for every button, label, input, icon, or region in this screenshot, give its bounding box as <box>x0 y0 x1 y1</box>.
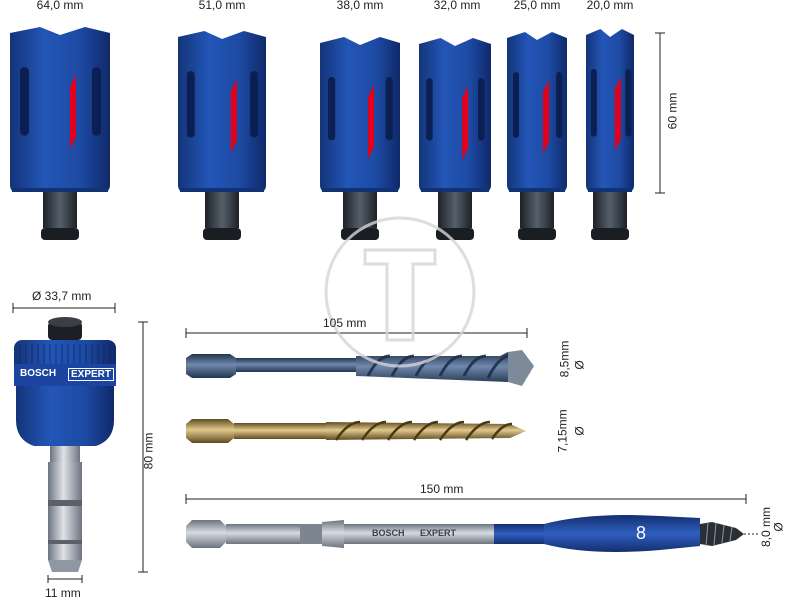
blue-bit-diameter-symbol: Ø <box>572 360 587 370</box>
hole-saw-3 <box>320 37 400 240</box>
spade-brand-line: EXPERT <box>420 528 457 538</box>
holesaw-size-20: 20,0 mm <box>586 0 634 12</box>
adapter-diameter-label: Ø 33,7 mm <box>32 289 92 303</box>
spade-length-label: 150 mm <box>420 482 464 496</box>
hole-saw-1 <box>10 27 110 240</box>
holesaw-size-32: 32,0 mm <box>433 0 481 12</box>
holesaw-height-label: 60 mm <box>665 92 680 130</box>
hole-saw-5 <box>507 32 567 240</box>
spade-size-marking: 8 <box>636 523 647 543</box>
height-dimension-line <box>655 32 665 194</box>
hole-saw-row <box>10 27 634 240</box>
hole-saw-2 <box>178 31 266 240</box>
gold-bit-diameter-symbol: Ø <box>572 426 587 436</box>
holesaw-size-25: 25,0 mm <box>513 0 561 12</box>
holesaw-size-51: 51,0 mm <box>198 0 246 12</box>
holesaw-size-38: 38,0 mm <box>336 0 384 12</box>
adapter-length-label: 80 mm <box>141 432 156 470</box>
adapter-hex-label: 11 mm <box>45 586 81 600</box>
blue-masonry-drill-bit <box>185 328 534 386</box>
hole-saw-4 <box>419 38 491 240</box>
spade-diameter-symbol: Ø <box>771 522 786 532</box>
quick-change-adapter <box>12 303 148 583</box>
spade-brand-name: BOSCH <box>372 528 405 538</box>
gold-metal-drill-bit <box>186 419 526 443</box>
hole-saw-6 <box>586 29 634 240</box>
gold-bit-diameter-label: 7,15mm <box>555 409 570 453</box>
drill-length-label: 105 mm <box>323 316 367 330</box>
adapter-brand-name: BOSCH <box>20 368 57 379</box>
self-cut-spade-bit <box>185 494 760 552</box>
blue-bit-diameter-label: 8,5mm <box>557 340 572 378</box>
watermark-logo <box>324 216 476 368</box>
holesaw-size-64: 64,0 mm <box>36 0 84 12</box>
adapter-brand-line: EXPERT <box>68 368 115 381</box>
